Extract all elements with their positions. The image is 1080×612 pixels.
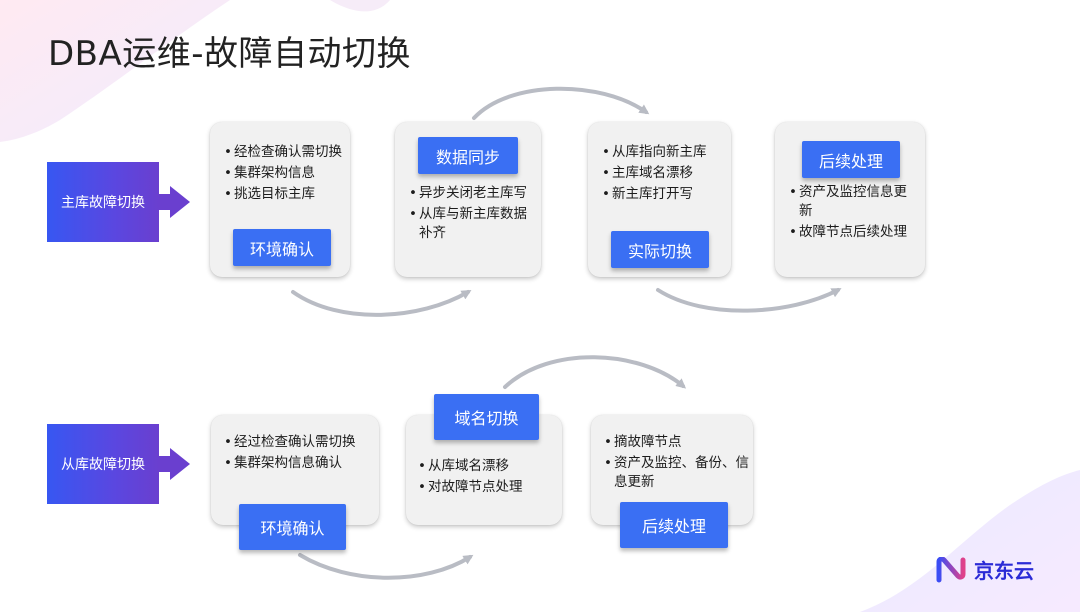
bullet-item: 经检查确认需切换 xyxy=(224,143,342,162)
step-tag-env-check: 环境确认 xyxy=(233,229,331,266)
bullet-list: 从库域名漂移 对故障节点处理 xyxy=(418,457,558,499)
bullet-item: 集群架构信息 xyxy=(224,164,342,183)
bullet-item: 挑选目标主库 xyxy=(224,185,342,204)
flow-arrow xyxy=(291,289,472,317)
bullet-item: 异步关闭老主库写 xyxy=(409,184,533,203)
jd-cloud-logo: 京东云 xyxy=(936,555,1034,584)
bullet-item: 故障节点后续处理 xyxy=(789,223,915,242)
flow-arrow xyxy=(503,355,687,389)
bullet-item: 集群架构信息确认 xyxy=(224,454,374,473)
bullet-list: 摘故障节点 资产及监控、备份、信息更新 xyxy=(604,433,750,494)
master-failover-label: 主库故障切换 xyxy=(47,162,159,242)
bullet-item: 新主库打开写 xyxy=(602,185,723,204)
flow-arrow xyxy=(298,553,474,580)
bullet-list: 从库指向新主库 主库域名漂移 新主库打开写 xyxy=(602,143,723,206)
page-title: DBA运维-故障自动切换 xyxy=(48,34,412,74)
bullet-item: 资产及监控、备份、信息更新 xyxy=(604,454,750,492)
logo-text: 京东云 xyxy=(974,559,1034,583)
bullet-list: 资产及监控信息更新 故障节点后续处理 xyxy=(789,183,915,244)
flow-arrow xyxy=(656,288,842,313)
jd-cloud-logo-icon xyxy=(936,556,966,582)
bullet-item: 主库域名漂移 xyxy=(602,164,723,183)
right-arrow-icon xyxy=(158,186,190,218)
right-arrow-icon xyxy=(158,448,190,480)
bullet-item: 对故障节点处理 xyxy=(418,478,558,497)
flow-arrow xyxy=(472,86,650,120)
bullet-item: 经过检查确认需切换 xyxy=(224,433,374,452)
bullet-item: 从库域名漂移 xyxy=(418,457,558,476)
bullet-item: 从库与新主库数据补齐 xyxy=(409,205,533,243)
bullet-list: 经过检查确认需切换 集群架构信息确认 xyxy=(224,433,374,475)
step-tag-env-check: 环境确认 xyxy=(239,504,346,550)
bullet-list: 异步关闭老主库写 从库与新主库数据补齐 xyxy=(409,184,533,245)
bullet-list: 经检查确认需切换 集群架构信息 挑选目标主库 xyxy=(224,143,342,206)
step-tag-follow-up: 后续处理 xyxy=(620,502,728,548)
slave-failover-label: 从库故障切换 xyxy=(47,424,159,504)
bullet-item: 从库指向新主库 xyxy=(602,143,723,162)
bullet-item: 资产及监控信息更新 xyxy=(789,183,915,221)
step-tag-data-sync: 数据同步 xyxy=(418,137,518,174)
bullet-item: 摘故障节点 xyxy=(604,433,750,452)
step-tag-domain-switch: 域名切换 xyxy=(434,394,539,440)
step-tag-actual-switch: 实际切换 xyxy=(611,231,709,268)
step-tag-follow-up: 后续处理 xyxy=(802,141,900,178)
